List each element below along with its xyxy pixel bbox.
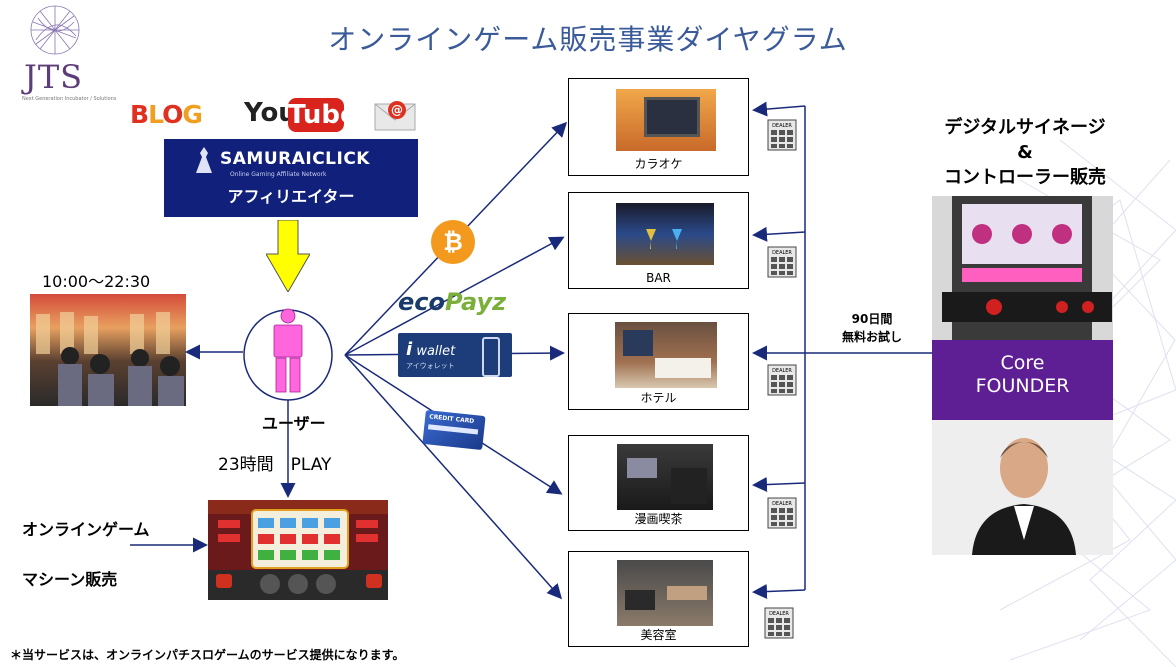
venue-label: 漫画喫茶 xyxy=(634,512,683,526)
karaoke-photo xyxy=(616,89,716,151)
bar-photo xyxy=(616,203,714,265)
yellow-down-arrow-icon xyxy=(266,220,310,292)
cocktail-icon-2 xyxy=(672,229,682,249)
credit-card-icon: CREDIT CARD xyxy=(422,409,486,451)
pachinko-people-illustration xyxy=(36,312,184,406)
svg-text:DEALER: DEALER xyxy=(772,250,792,256)
dealer-terminal-icon: DEALER xyxy=(764,607,794,639)
venue-manga-cafe: 漫画喫茶 xyxy=(568,435,749,531)
online-game-label: オンラインゲーム xyxy=(22,520,150,539)
monitor-icon xyxy=(627,458,657,478)
logo-text: JTS xyxy=(24,58,84,96)
svg-text:DEALER: DEALER xyxy=(772,501,792,507)
venue-label: 美容室 xyxy=(640,628,677,642)
dealer-terminal-icon: DEALER xyxy=(767,497,797,529)
cocktail-icon xyxy=(646,229,656,249)
venue-label: BAR xyxy=(646,271,671,285)
svg-text:DEALER: DEALER xyxy=(772,368,792,374)
free-trial-label: 90日間 無料お試し xyxy=(822,310,922,346)
footer-note: ＊当サービスは、オンラインパチスロゲームのサービス提供になります。 xyxy=(10,648,405,662)
trial-line-1: 90日間 xyxy=(851,312,893,326)
samurai-icon xyxy=(196,147,212,173)
core-founder-box: Core FOUNDER xyxy=(932,340,1113,420)
hotel-window xyxy=(623,330,653,356)
user-figure-icon xyxy=(273,308,303,393)
credit-card-label: CREDIT CARD xyxy=(428,413,475,426)
venue-hotel: ホテル xyxy=(568,313,749,410)
manga-cafe-photo xyxy=(617,444,713,510)
iwallet-text: i wallet xyxy=(406,339,456,360)
svg-text:@: @ xyxy=(391,103,403,117)
venue-label: カラオケ xyxy=(634,157,683,171)
card-stripe xyxy=(427,424,479,435)
core-line-1: Core xyxy=(1000,352,1045,374)
signage-line-1: デジタルサイネージ xyxy=(944,117,1106,138)
slot-machine-photo xyxy=(932,196,1113,342)
venue-bar: BAR xyxy=(568,192,749,289)
venue-beauty-salon: 美容室 xyxy=(568,551,749,647)
svg-text:₿: ₿ xyxy=(443,228,463,256)
hotel-photo xyxy=(615,322,717,388)
salon-counter xyxy=(667,586,707,600)
jts-logo-icon xyxy=(30,5,80,55)
salon-chair-icon xyxy=(625,590,655,610)
signage-line-3: コントローラー販売 xyxy=(944,167,1106,188)
affiliate-box: SAMURAICLICK Online Gaming Affiliate Net… xyxy=(164,139,418,217)
dealer-terminal-icon: DEALER xyxy=(767,364,797,396)
user-label: ユーザー xyxy=(262,414,326,433)
phone-icon xyxy=(482,337,500,377)
ecopayz-logo: ecoPayz xyxy=(398,288,507,316)
chair-icon xyxy=(671,468,707,504)
machine-sales-label: マシーン販売 xyxy=(22,570,118,589)
bitcoin-icon: ₿ xyxy=(431,220,475,264)
user-node xyxy=(243,308,333,401)
iwallet-logo: i wallet アイウォレット xyxy=(398,333,512,377)
beauty-salon-photo xyxy=(617,560,713,626)
venue-label: ホテル xyxy=(640,391,677,405)
dealer-terminal-icon: DEALER xyxy=(767,246,797,278)
blog-logo: BLOG xyxy=(130,100,203,129)
signage-line-2: & xyxy=(1017,142,1033,163)
trial-line-2: 無料お試し xyxy=(841,330,902,344)
play-label: 23時間 PLAY xyxy=(218,455,332,475)
iwallet-sub: アイウォレット xyxy=(406,362,455,370)
dealer-terminal-icon: DEALER xyxy=(767,119,797,151)
signage-heading: デジタルサイネージ & コントローラー販売 xyxy=(920,115,1130,190)
email-icon: @ xyxy=(374,101,416,131)
svg-text:DEALER: DEALER xyxy=(769,611,789,617)
slot-game-screenshot xyxy=(208,500,388,600)
venue-karaoke: カラオケ xyxy=(568,78,749,176)
svg-text:DEALER: DEALER xyxy=(772,123,792,129)
core-line-2: FOUNDER xyxy=(975,375,1070,397)
affiliate-label: アフィリエイター xyxy=(227,187,355,206)
page-title: オンラインゲーム販売事業ダイヤグラム xyxy=(328,23,848,56)
hotel-bed xyxy=(655,358,711,378)
karaoke-device-icon xyxy=(644,97,700,137)
logo-subtitle: Next Generation Incubator / Solutions xyxy=(22,96,117,102)
founder-photo xyxy=(932,420,1113,555)
affiliate-brand: SAMURAICLICK xyxy=(220,149,370,169)
pachinko-hall-photo xyxy=(30,294,186,406)
hours-label: 10:00〜22:30 xyxy=(42,272,151,291)
ecopayz-text: Payz xyxy=(445,288,507,316)
affiliate-tagline: Online Gaming Affiliate Network xyxy=(230,171,327,178)
iwallet-label: wallet xyxy=(416,344,456,359)
